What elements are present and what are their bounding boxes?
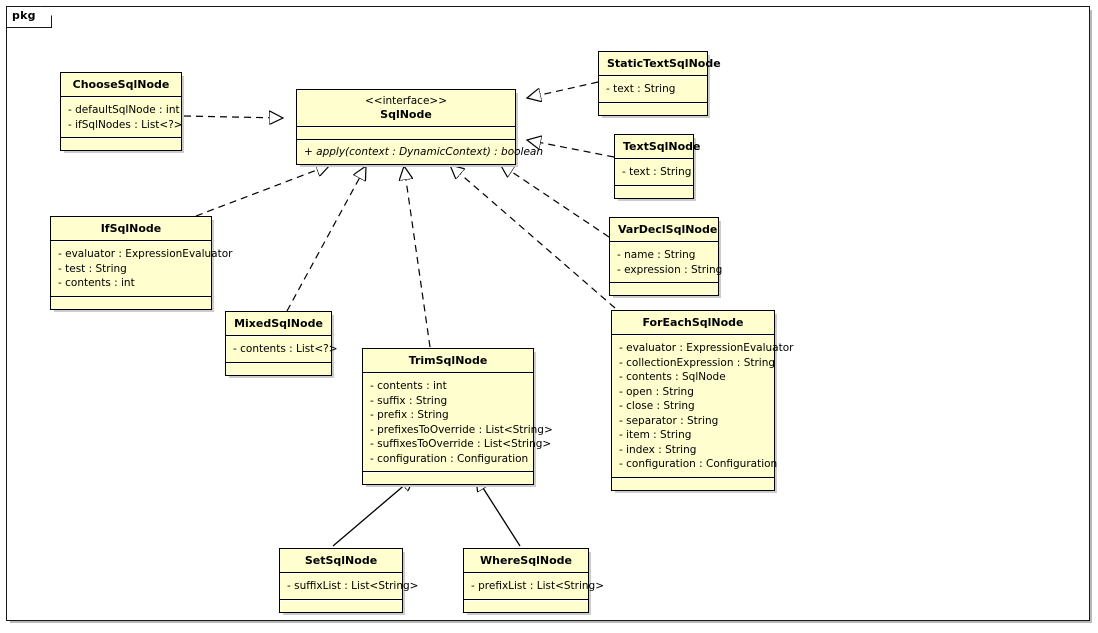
class-title: TextSqlNode [623, 140, 701, 153]
package-tab [6, 6, 52, 28]
class-box-choosesqlnode[interactable]: ChooseSqlNode - defaultSqlNode : int - i… [60, 72, 183, 151]
divider [61, 96, 181, 98]
interface-name: SqlNode [380, 108, 432, 121]
class-box-foreachsqlnode[interactable]: ForEachSqlNode - evaluator : ExpressionE… [611, 310, 794, 491]
attribute-list: - evaluator : ExpressionEvaluator - test… [51, 242, 233, 296]
attribute: - separator : String [619, 414, 719, 427]
divider [363, 372, 533, 374]
class-box-vardeclsqlnode[interactable]: VarDeclSqlNode - name : String - express… [609, 217, 723, 296]
divider [280, 598, 402, 601]
attribute: - text : String [606, 83, 676, 95]
attribute-list: - text : String [599, 77, 707, 102]
class-title: ChooseSqlNode [72, 78, 170, 91]
attribute: - test : String [58, 262, 127, 275]
divider [612, 334, 774, 336]
attribute-list: - prefixList : List<String> [464, 574, 605, 599]
class-box-ifsqlnode[interactable]: IfSqlNode - evaluator : ExpressionEvalua… [50, 216, 233, 310]
divider [363, 471, 533, 473]
class-title: StaticTextSqlNode [607, 57, 721, 70]
class-box-statictextsqlnode[interactable]: StaticTextSqlNode - text : String [598, 51, 721, 116]
class-title: SetSqlNode [304, 554, 378, 567]
attribute: - suffixesToOverride : List<String> [370, 438, 552, 450]
divider [610, 282, 718, 284]
attribute: - name : String [617, 249, 696, 261]
divider [61, 137, 181, 139]
attribute: - configuration : Configuration [619, 458, 778, 470]
attribute: - defaultSqlNode : int [68, 104, 180, 116]
attribute: - suffix : String [370, 394, 448, 407]
attribute: - contents : int [370, 380, 447, 392]
divider [599, 101, 707, 104]
divider [226, 361, 331, 364]
divider [610, 241, 718, 243]
attribute: - text : String [622, 166, 692, 178]
class-title: ForEachSqlNode [642, 316, 744, 329]
method-list [363, 473, 533, 484]
class-title: TrimSqlNode [408, 354, 488, 367]
method: + apply(context : DynamicContext) : bool… [304, 146, 544, 158]
class-box-mixedsqlnode[interactable]: MixedSqlNode - contents : List<?> [225, 311, 338, 376]
method-list [610, 284, 718, 295]
class-title: <<interface>> SqlNode [297, 90, 515, 126]
method-list [612, 479, 774, 490]
class-box-trimsqlnode[interactable]: TrimSqlNode - contents : int - suffix : … [362, 348, 553, 485]
attribute: - collectionExpression : String [619, 356, 776, 369]
attribute: - contents : List<?> [233, 343, 338, 355]
attribute: - evaluator : ExpressionEvaluator [619, 342, 794, 354]
method-list [464, 601, 588, 612]
attribute: - configuration : Configuration [370, 452, 529, 465]
attribute: - item : String [619, 429, 692, 441]
attribute-list: - text : String [615, 160, 693, 185]
attribute: - index : String [619, 443, 697, 456]
attribute-list: - defaultSqlNode : int - ifSqlNodes : Li… [61, 98, 183, 137]
package-frame [6, 6, 1090, 621]
divider [612, 476, 774, 479]
divider [464, 598, 588, 601]
divider [297, 139, 515, 141]
attribute: - ifSqlNodes : List<?> [68, 118, 183, 131]
attribute: - prefix : String [370, 409, 449, 421]
method-list [599, 104, 707, 115]
attribute: - open : String [619, 385, 694, 398]
class-title: WhereSqlNode [480, 554, 572, 567]
divider [280, 572, 402, 574]
class-box-setsqlnode[interactable]: SetSqlNode - suffixList : List<String> [279, 548, 419, 613]
attribute: - prefixesToOverride : List<String> [370, 423, 553, 436]
method-list [226, 364, 331, 375]
attribute: - evaluator : ExpressionEvaluator [58, 248, 233, 260]
class-title: VarDeclSqlNode [618, 223, 718, 236]
attribute: - prefixList : List<String> [471, 580, 605, 592]
divider [464, 572, 588, 574]
divider [615, 184, 693, 187]
class-box-textsqlnode[interactable]: TextSqlNode - text : String [614, 134, 701, 199]
attribute-list: - evaluator : ExpressionEvaluator - coll… [612, 336, 794, 477]
attribute-list: - name : String - expression : String [610, 243, 723, 282]
attribute-list [297, 128, 515, 139]
attribute: - expression : String [617, 263, 723, 276]
divider [615, 158, 693, 160]
divider [51, 295, 211, 298]
divider [599, 75, 707, 77]
attribute-list: - suffixList : List<String> [280, 574, 419, 599]
package-label: pkg [12, 9, 36, 22]
method-list [615, 187, 693, 198]
stereotype-label: <<interface>> [364, 95, 448, 107]
class-box-wheresqlnode[interactable]: WhereSqlNode - prefixList : List<String> [463, 548, 605, 613]
class-title: MixedSqlNode [234, 317, 323, 330]
attribute-list: - contents : int - suffix : String - pre… [363, 374, 553, 471]
method-list [51, 298, 211, 309]
method-list [280, 601, 402, 612]
attribute-list: - contents : List<?> [226, 337, 338, 362]
divider [297, 126, 515, 128]
divider [51, 240, 211, 242]
class-box-sqlnode[interactable]: <<interface>> SqlNode + apply(context : … [296, 89, 544, 165]
divider [226, 335, 331, 337]
attribute: - suffixList : List<String> [287, 580, 419, 592]
class-title: IfSqlNode [100, 222, 162, 235]
attribute: - contents : int [58, 277, 135, 289]
attribute: - close : String [619, 400, 695, 412]
attribute: - contents : SqlNode [619, 371, 726, 383]
method-list [61, 139, 181, 150]
